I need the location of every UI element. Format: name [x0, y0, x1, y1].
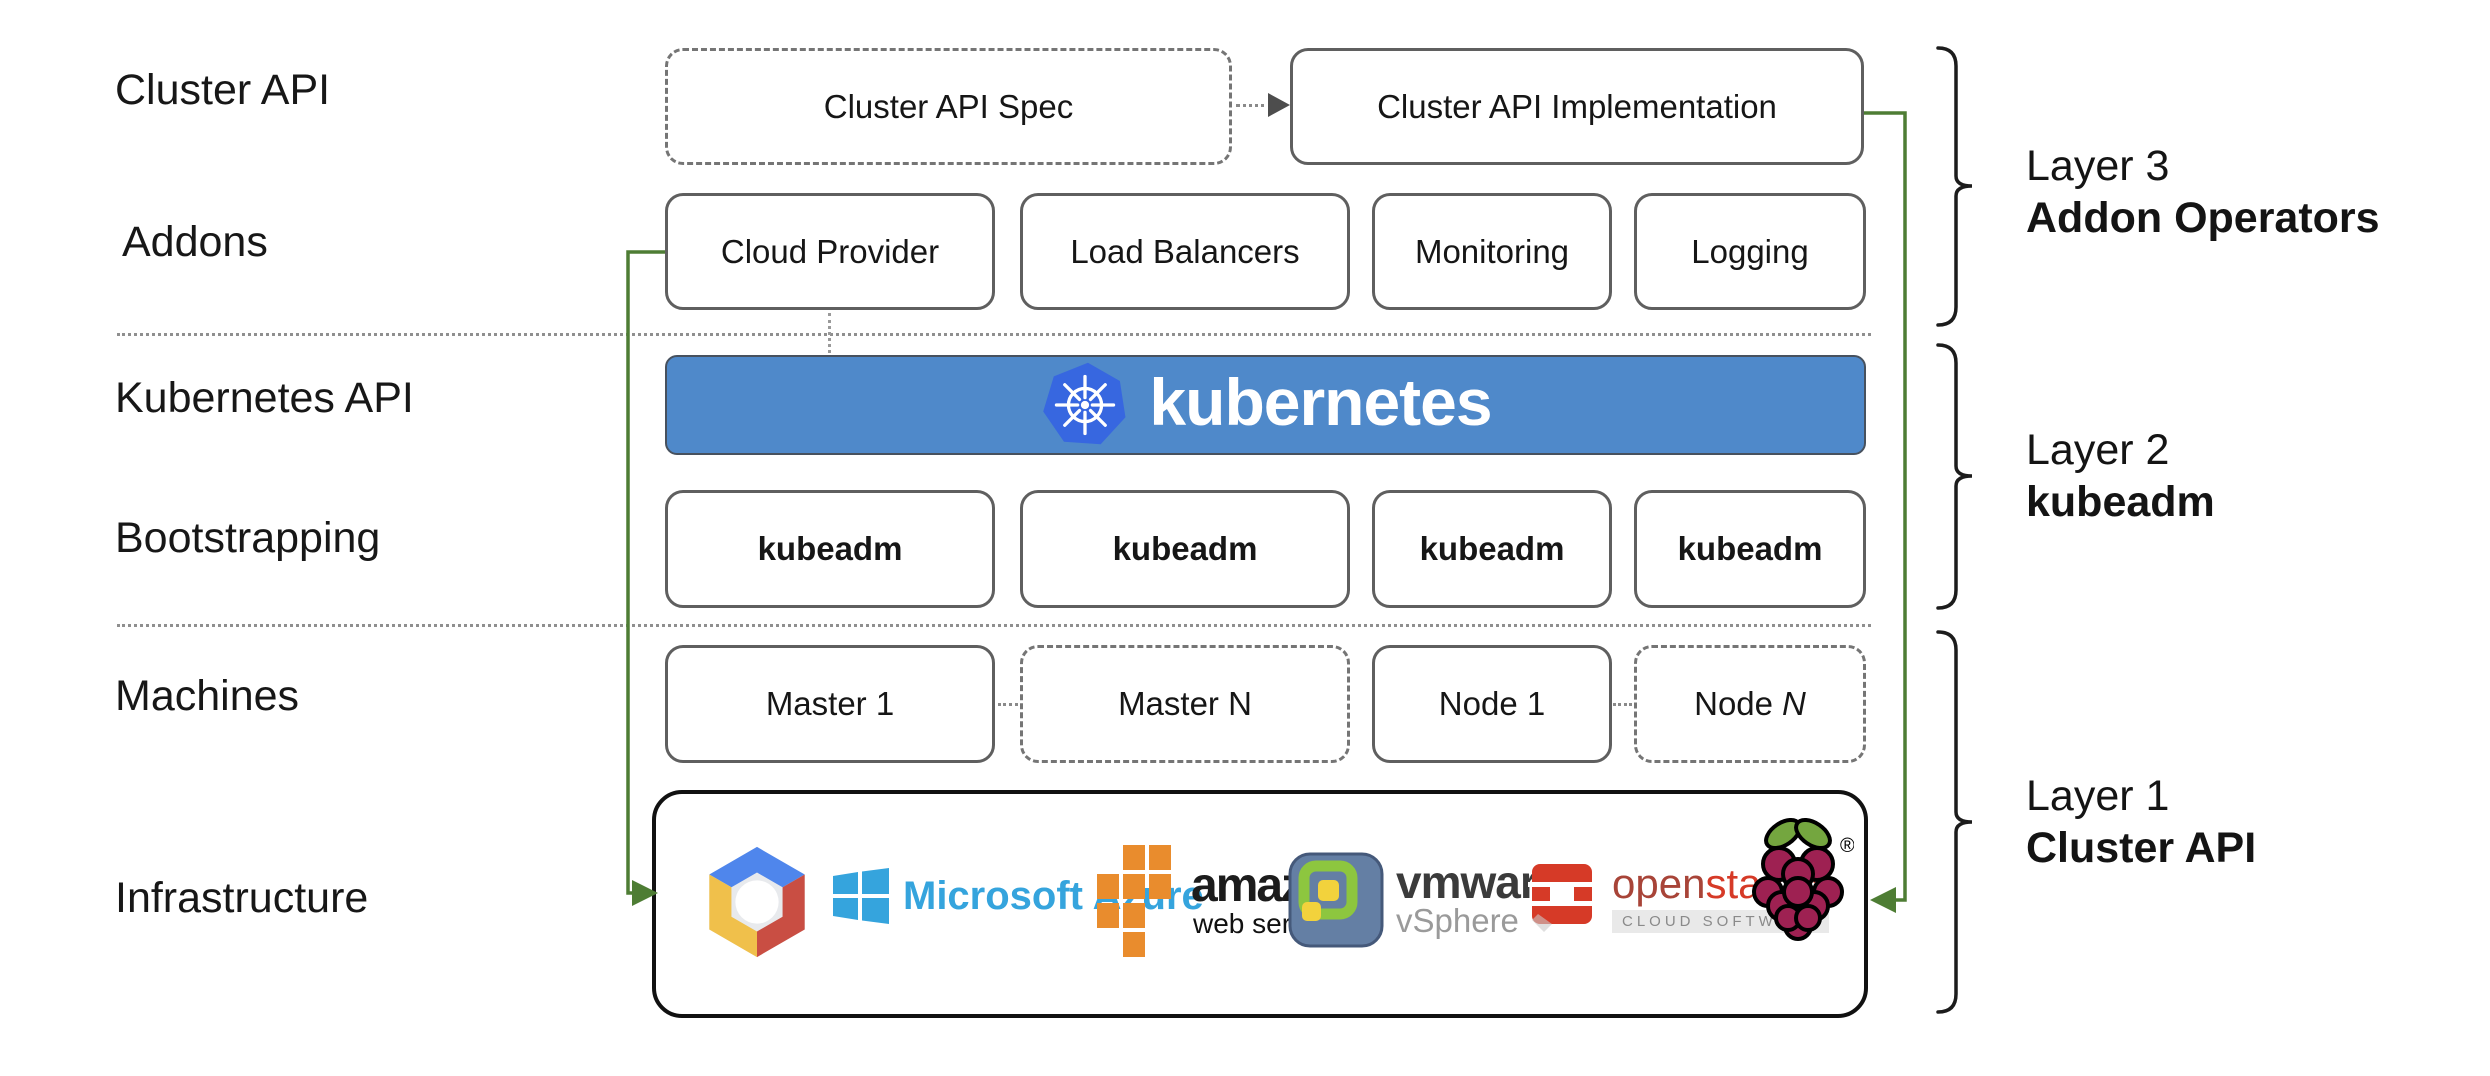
node-node-n-italic-suffix: N — [1782, 685, 1806, 722]
row-label-cluster-api: Cluster API — [115, 66, 331, 114]
node-cluster-api-spec: Cluster API Spec — [665, 48, 1232, 165]
node-cluster-api-spec-label: Cluster API Spec — [823, 87, 1074, 125]
node-logging: Logging — [1634, 193, 1866, 310]
node-cluster-api-implementation: Cluster API Implementation — [1290, 48, 1864, 165]
kubernetes-logo-icon — [1043, 362, 1126, 445]
node-kubeadm-4: kubeadm — [1634, 490, 1866, 608]
node-cluster-api-implementation-label: Cluster API Implementation — [1377, 87, 1777, 125]
node-kubeadm-3: kubeadm — [1372, 490, 1612, 608]
vsphere-badge-icon — [1288, 852, 1384, 948]
node-kubeadm-2: kubeadm — [1020, 490, 1350, 608]
layer-3-brace — [1936, 46, 1973, 327]
layer-2-subtitle: kubeadm — [2026, 478, 2215, 526]
row-label-addons: Addons — [122, 218, 268, 266]
layer-2-label: Layer 2 kubeadm — [2026, 424, 2215, 528]
raspberry-pi-registered-mark: ® — [1840, 835, 1854, 857]
kubernetes-banner: kubernetes — [665, 355, 1866, 455]
node-monitoring-label: Monitoring — [1414, 232, 1570, 270]
node-node-n-label: Node — [1694, 685, 1774, 722]
node-node-1: Node 1 — [1372, 645, 1612, 763]
node-kubeadm-1-label: kubeadm — [757, 530, 903, 567]
openstack-logo-text-open: open — [1612, 859, 1706, 907]
row-label-machines: Machines — [115, 672, 300, 720]
vmware-vsphere-logo: vmware vSphere — [1288, 852, 1562, 948]
cloud-provider-to-infrastructure-line — [626, 250, 665, 895]
node-load-balancers: Load Balancers — [1020, 193, 1350, 310]
node-cloud-provider: Cloud Provider — [665, 193, 995, 310]
node-kubeadm-2-label: kubeadm — [1112, 530, 1258, 567]
node-cloud-provider-label: Cloud Provider — [720, 232, 940, 270]
layer-3-title: Layer 3 — [2026, 142, 2170, 190]
node-kubeadm-4-label: kubeadm — [1677, 530, 1823, 567]
azure-window-icon — [833, 868, 889, 924]
node-logging-label: Logging — [1691, 232, 1809, 270]
layer-2-brace — [1936, 343, 1973, 610]
layer-3-label: Layer 3 Addon Operators — [2026, 140, 2380, 244]
google-cloud-icon — [709, 846, 805, 958]
node-master-n: Master N — [1020, 645, 1350, 763]
layer-1-brace — [1936, 630, 1973, 1014]
layer-1-subtitle: Cluster API — [2026, 824, 2257, 872]
node-1-to-node-n-connector — [1613, 703, 1632, 706]
vsphere-logo-text: vSphere — [1396, 902, 1519, 939]
master-1-to-master-n-connector — [998, 703, 1018, 706]
node-master-1: Master 1 — [665, 645, 995, 763]
google-cloud-logo — [698, 843, 816, 961]
openstack-cube-icon — [1528, 864, 1600, 932]
section-divider-top — [117, 333, 1871, 336]
layer-3-subtitle: Addon Operators — [2026, 194, 2380, 242]
implementation-to-infrastructure-line — [1864, 111, 1907, 902]
row-label-bootstrapping: Bootstrapping — [115, 514, 381, 562]
node-node-1-label: Node 1 — [1438, 685, 1546, 722]
cloud-provider-to-kubernetes-connector — [828, 313, 831, 353]
spec-to-impl-connector — [1236, 104, 1272, 107]
node-kubeadm-1: kubeadm — [665, 490, 995, 608]
layer-2-title: Layer 2 — [2026, 426, 2170, 474]
aws-cubes-icon — [1097, 845, 1171, 957]
layer-1-label: Layer 1 Cluster API — [2026, 770, 2256, 874]
node-load-balancers-label: Load Balancers — [1070, 232, 1300, 270]
node-master-1-label: Master 1 — [765, 685, 895, 722]
node-master-n-label: Master N — [1118, 685, 1252, 722]
row-label-infrastructure: Infrastructure — [115, 874, 369, 922]
kubernetes-banner-label: kubernetes — [1149, 365, 1492, 439]
node-kubeadm-3-label: kubeadm — [1419, 530, 1565, 567]
spec-to-impl-arrowhead-icon — [1268, 93, 1290, 117]
node-monitoring: Monitoring — [1372, 193, 1612, 310]
layer-1-title: Layer 1 — [2026, 772, 2170, 820]
raspberry-pi-logo: ® — [1742, 812, 1854, 992]
raspberry-pi-icon: ® — [1752, 817, 1854, 941]
right-green-arrowhead-icon — [1870, 887, 1896, 913]
row-label-kubernetes-api: Kubernetes API — [115, 374, 414, 422]
section-divider-bottom — [117, 624, 1871, 627]
